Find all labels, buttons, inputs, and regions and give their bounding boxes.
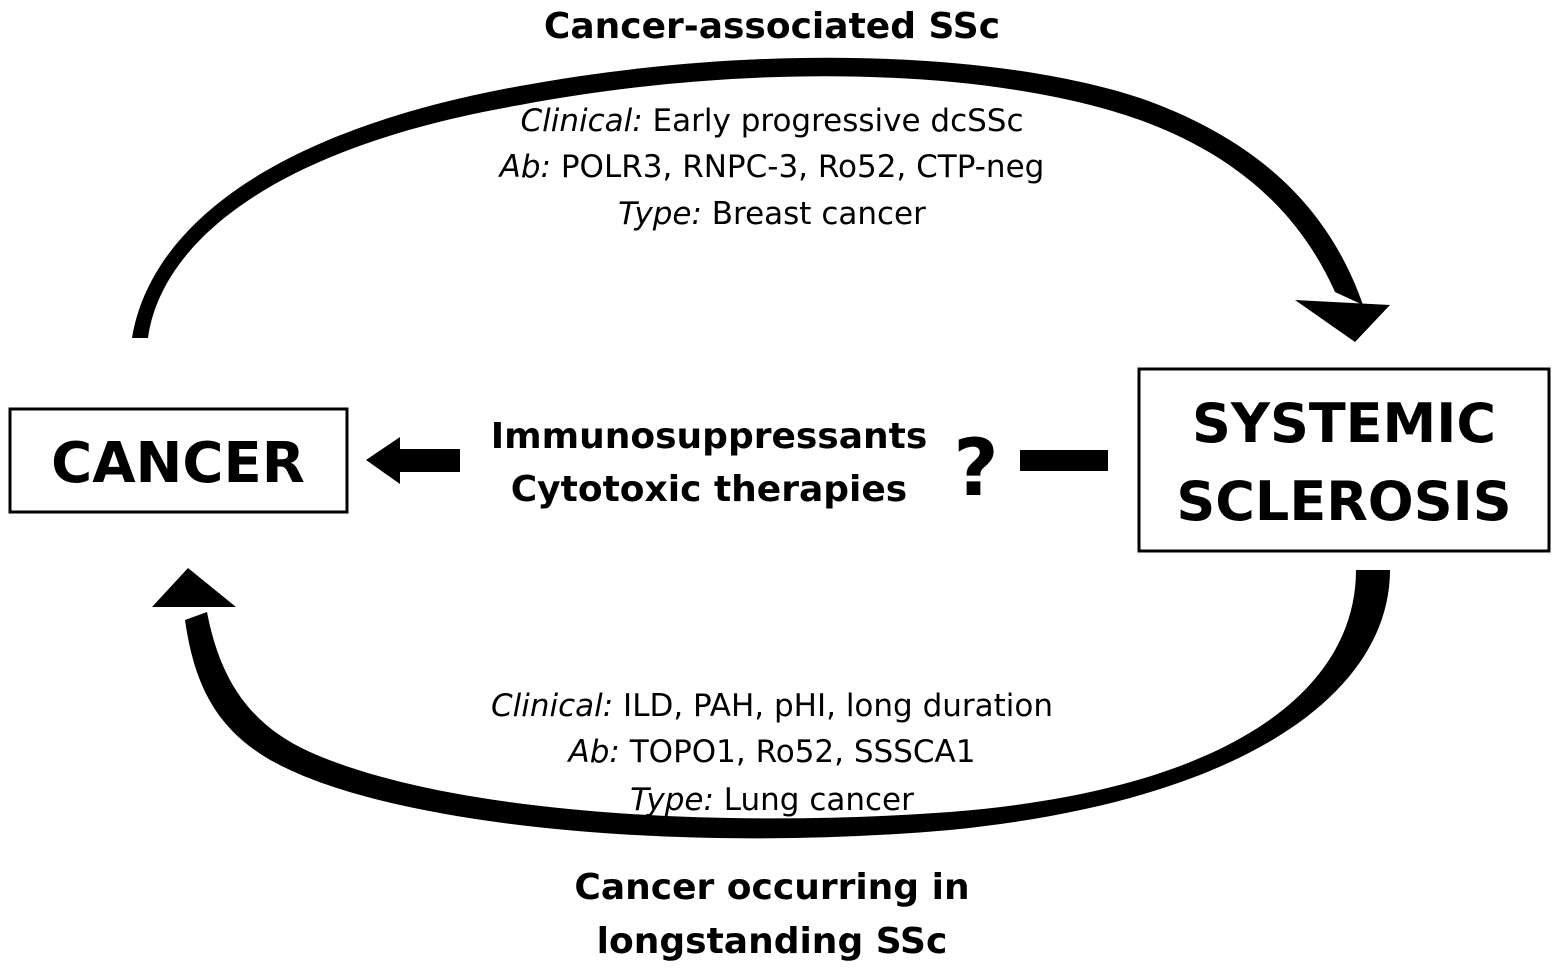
question-mark: ? xyxy=(953,424,998,514)
top-line-antibodies: Ab: POLR3, RNPC-3, Ro52, CTP-neg xyxy=(498,149,1045,185)
bottom-title-line-1: Cancer occurring in xyxy=(574,867,969,908)
systemic-sclerosis-label-line-1: SYSTEMIC xyxy=(1192,392,1496,455)
bottom-line-antibodies: Ab: TOPO1, Ro52, SSSCA1 xyxy=(567,734,976,770)
bottom-line-type: Type: Lung cancer xyxy=(630,782,914,818)
top-line-clinical: Clinical: Early progressive dcSSc xyxy=(520,103,1023,139)
center-arrowhead xyxy=(366,437,400,484)
center-label-line-2: Cytotoxic therapies xyxy=(511,469,907,510)
bottom-line-clinical: Clinical: ILD, PAH, pHI, long duration xyxy=(491,688,1053,724)
center-dash xyxy=(1020,450,1108,471)
systemic-sclerosis-label-line-2: SCLEROSIS xyxy=(1176,470,1511,533)
center-label-line-1: Immunosuppressants xyxy=(491,416,928,457)
cancer-box xyxy=(8,407,349,514)
bottom-title-line-2: longstanding SSc xyxy=(597,921,948,962)
center-arrow-shaft xyxy=(398,449,460,472)
bottom-arrowhead xyxy=(152,568,236,607)
top-title: Cancer-associated SSc xyxy=(544,6,1000,47)
top-arrowhead xyxy=(1295,300,1390,342)
systemic-sclerosis-box xyxy=(1137,367,1551,553)
top-line-type: Type: Breast cancer xyxy=(618,196,926,232)
cancer-label: CANCER xyxy=(51,431,305,496)
